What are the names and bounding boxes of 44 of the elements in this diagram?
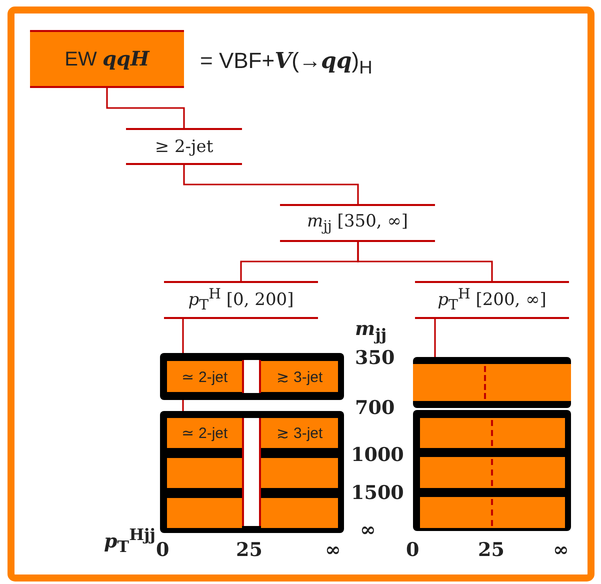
connector — [183, 165, 359, 204]
node-label: p$_{T}$$^{H}$ [200, ∞] — [436, 286, 548, 314]
node-label: m$_{jj}$ [350, ∞] — [306, 211, 409, 235]
tick-label: ∞ — [553, 541, 569, 560]
connector — [182, 400, 184, 411]
tick-label: 350 — [355, 349, 395, 368]
tick-label: 1000 — [351, 446, 404, 465]
node-label: p$_{T}$$^{H}$ [0, 200] — [187, 286, 295, 314]
bin-frame — [413, 410, 571, 531]
tick-label: 25 — [236, 541, 262, 560]
bin-cell — [420, 418, 565, 448]
axis-title: m$_{jj}$ — [355, 320, 387, 343]
bin-cell — [167, 498, 242, 528]
tick-label: 25 — [478, 541, 504, 560]
bin-frame — [160, 353, 344, 400]
node-label: ≃ 2-jet — [180, 368, 229, 386]
connector — [357, 242, 493, 281]
bin-cell — [420, 457, 565, 488]
category-box — [167, 418, 242, 448]
tick-label: ∞ — [325, 541, 341, 560]
node-label: ≳ 3-jet — [275, 368, 324, 386]
tick-label: 1500 — [351, 484, 404, 503]
bin-cell — [413, 357, 571, 408]
bin-cell — [261, 458, 338, 488]
bin-frame — [160, 411, 344, 533]
connector — [106, 88, 185, 128]
tick-label: 700 — [355, 399, 395, 418]
process-box — [30, 30, 184, 88]
category-box — [261, 418, 338, 448]
bin-cell — [420, 497, 565, 528]
node-label: EW qqH — [64, 46, 151, 72]
formula: = VBF+V(→qq)$_{H}$ — [200, 48, 372, 78]
node-label: ≥ 2-jet — [154, 136, 214, 156]
connector — [434, 319, 436, 357]
category-box — [167, 361, 242, 392]
tick-label: 0 — [156, 541, 170, 560]
bin-cell — [261, 498, 338, 528]
tick-label: ∞ — [360, 521, 376, 540]
bin-cell — [167, 458, 242, 488]
connector — [182, 319, 184, 353]
tick-label: 0 — [406, 541, 420, 560]
node-label: ≳ 3-jet — [275, 424, 324, 442]
category-box — [261, 361, 338, 392]
node-label: ≃ 2-jet — [180, 424, 229, 442]
